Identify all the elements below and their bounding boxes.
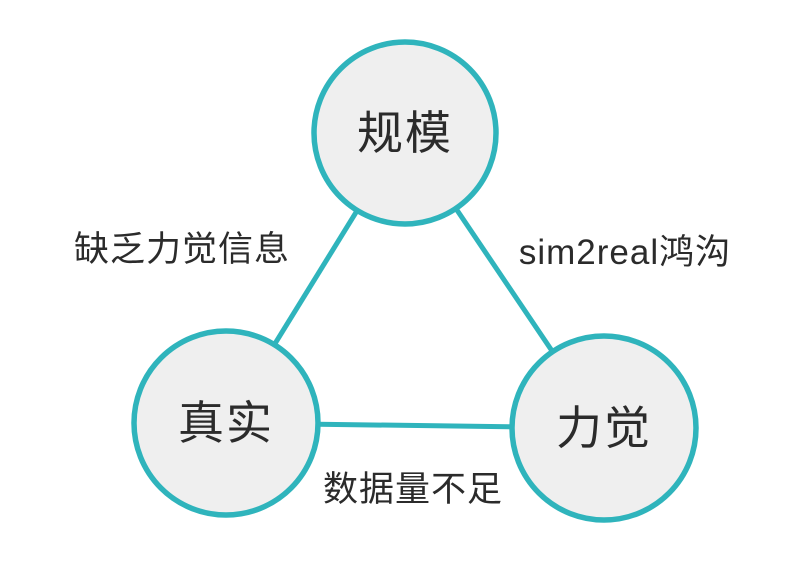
node-circle-real	[131, 328, 321, 518]
node-label-scale: 规模	[357, 107, 453, 159]
edge-label-bottom: 数据量不足	[323, 470, 503, 509]
node-label-force: 力觉	[556, 402, 652, 454]
node-circle-force	[509, 333, 699, 523]
node-circle-scale	[311, 39, 499, 227]
node-label-real: 真实	[178, 397, 274, 449]
edge-label-right: sim2real鸿沟	[519, 233, 731, 272]
edge-label-left: 缺乏力觉信息	[74, 230, 290, 269]
